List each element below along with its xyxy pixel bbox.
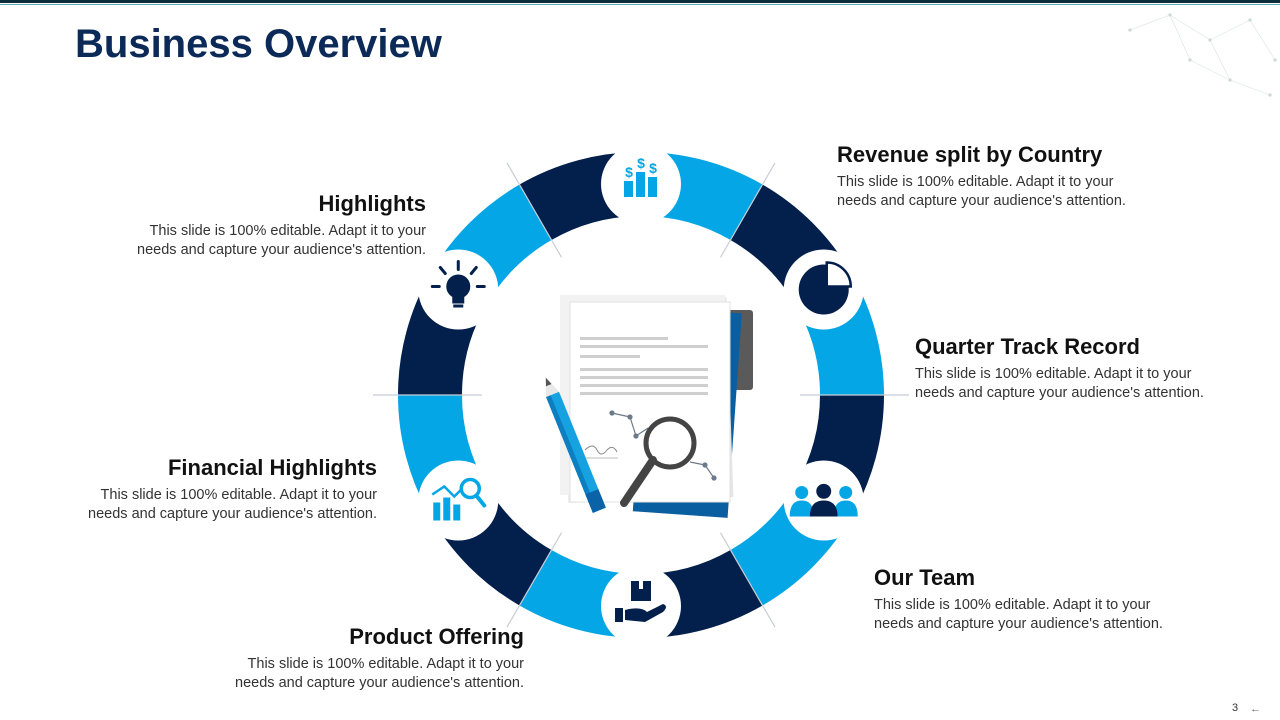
svg-text:$: $ [649,160,657,176]
section-body: This slide is 100% editable. Adapt it to… [915,365,1255,403]
back-arrow-icon[interactable]: ← [1250,703,1261,715]
section-body: This slide is 100% editable. Adapt it to… [20,486,377,524]
section-financial: Financial Highlights This slide is 100% … [20,455,377,524]
section-body-line1: This slide is 100% editable. Adapt it to… [247,656,524,672]
section-heading: Highlights [318,191,426,216]
icon-circle [601,566,681,646]
section-body-line2: needs and capture your audience's attent… [235,675,524,691]
ring-dividers [373,162,909,628]
page-title: Business Overview [75,22,442,66]
page-number: 3 [1232,702,1239,714]
ring-divider-line [719,162,776,258]
section-heading: Our Team [874,565,976,590]
top-border-accent [0,4,1280,5]
section-body-line2: needs and capture your audience's attent… [88,506,377,522]
ring-divider-line [506,162,563,258]
section-body-line1: This slide is 100% editable. Adapt it to… [915,366,1192,382]
icon-circles: $$$ [418,144,864,646]
ring-divider-line [719,532,776,628]
chart-magnifier-icon [431,477,487,521]
section-body-line1: This slide is 100% editable. Adapt it to… [149,223,426,239]
section-heading: Financial Highlights [167,455,377,480]
box-hand-icon [615,581,666,622]
ring-divider-line [506,532,563,628]
section-body-line2: needs and capture your audience's attent… [915,385,1204,401]
section-body-line2: needs and capture your audience's attent… [874,616,1163,632]
section-body: This slide is 100% editable. Adapt it to… [160,655,524,693]
section-heading: Quarter Track Record [915,334,1140,359]
section-heading: Product Offering [349,624,524,649]
bar-chart-dollar-icon: $$$ [624,155,657,197]
lightbulb-icon [430,260,486,308]
section-body: This slide is 100% editable. Adapt it to… [874,596,1224,634]
svg-text:$: $ [637,155,645,171]
section-heading: Revenue split by Country [837,142,1103,167]
section-body-line2: needs and capture your audience's attent… [137,242,426,258]
pie-chart-icon [798,261,852,315]
icon-circle [418,460,499,541]
section-body-line2: needs and capture your audience's attent… [837,193,1126,209]
svg-text:$: $ [625,164,633,180]
section-revenue: Revenue split by Country This slide is 1… [837,142,1197,211]
document-illustration [545,295,753,518]
section-body-line1: This slide is 100% editable. Adapt it to… [874,597,1151,613]
section-product: Product Offering This slide is 100% edit… [160,624,524,693]
section-body: This slide is 100% editable. Adapt it to… [50,222,426,260]
section-team: Our Team This slide is 100% editable. Ad… [874,565,1224,634]
section-body: This slide is 100% editable. Adapt it to… [837,173,1197,211]
network-decoration [1128,13,1277,97]
section-quarter: Quarter Track Record This slide is 100% … [915,334,1255,403]
team-icon [789,483,858,517]
section-highlights: Highlights This slide is 100% editable. … [50,191,426,260]
top-border [0,0,1280,3]
section-body-line1: This slide is 100% editable. Adapt it to… [837,174,1114,190]
section-body-line1: This slide is 100% editable. Adapt it to… [100,487,377,503]
